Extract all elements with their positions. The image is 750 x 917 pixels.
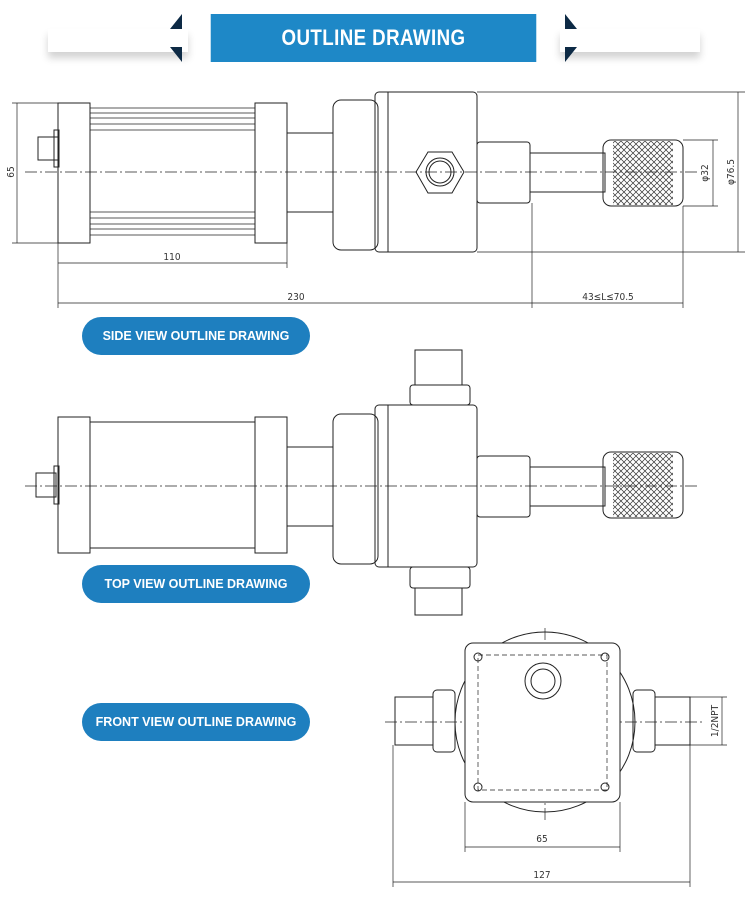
connector-icon [37,136,59,161]
dim-front-total: 127 [533,870,550,881]
header-fold-right [565,14,577,29]
header-fold-left-bottom [170,47,182,62]
hex-port-icon [415,151,465,194]
top-view-label: TOP VIEW OUTLINE DRAWING [82,565,310,603]
header-bar-right [560,29,700,52]
dim-side-height: 65 [6,166,17,177]
top-view [25,349,700,616]
dim-front-width: 65 [536,834,547,845]
side-view [12,91,745,308]
front-view-label: FRONT VIEW OUTLINE DRAWING [82,703,310,741]
connector-icon [524,662,562,700]
dim-knob-dia: φ32 [700,164,711,181]
dim-thread: 1/2NPT [710,704,721,737]
dim-stroke: 43≤L≤70.5 [582,292,634,303]
dim-cylinder-length: 110 [163,252,180,263]
dim-body-dia: φ76.5 [726,159,737,185]
header-fold-left [170,14,182,29]
page-title: OUTLINE DRAWING [210,14,537,62]
knob-icon [602,139,684,207]
side-view-label: SIDE VIEW OUTLINE DRAWING [82,317,310,355]
header-bar-left [48,29,188,52]
dim-total-length: 230 [287,292,304,303]
front-view [385,628,727,887]
header-fold-right-bottom [565,47,577,62]
